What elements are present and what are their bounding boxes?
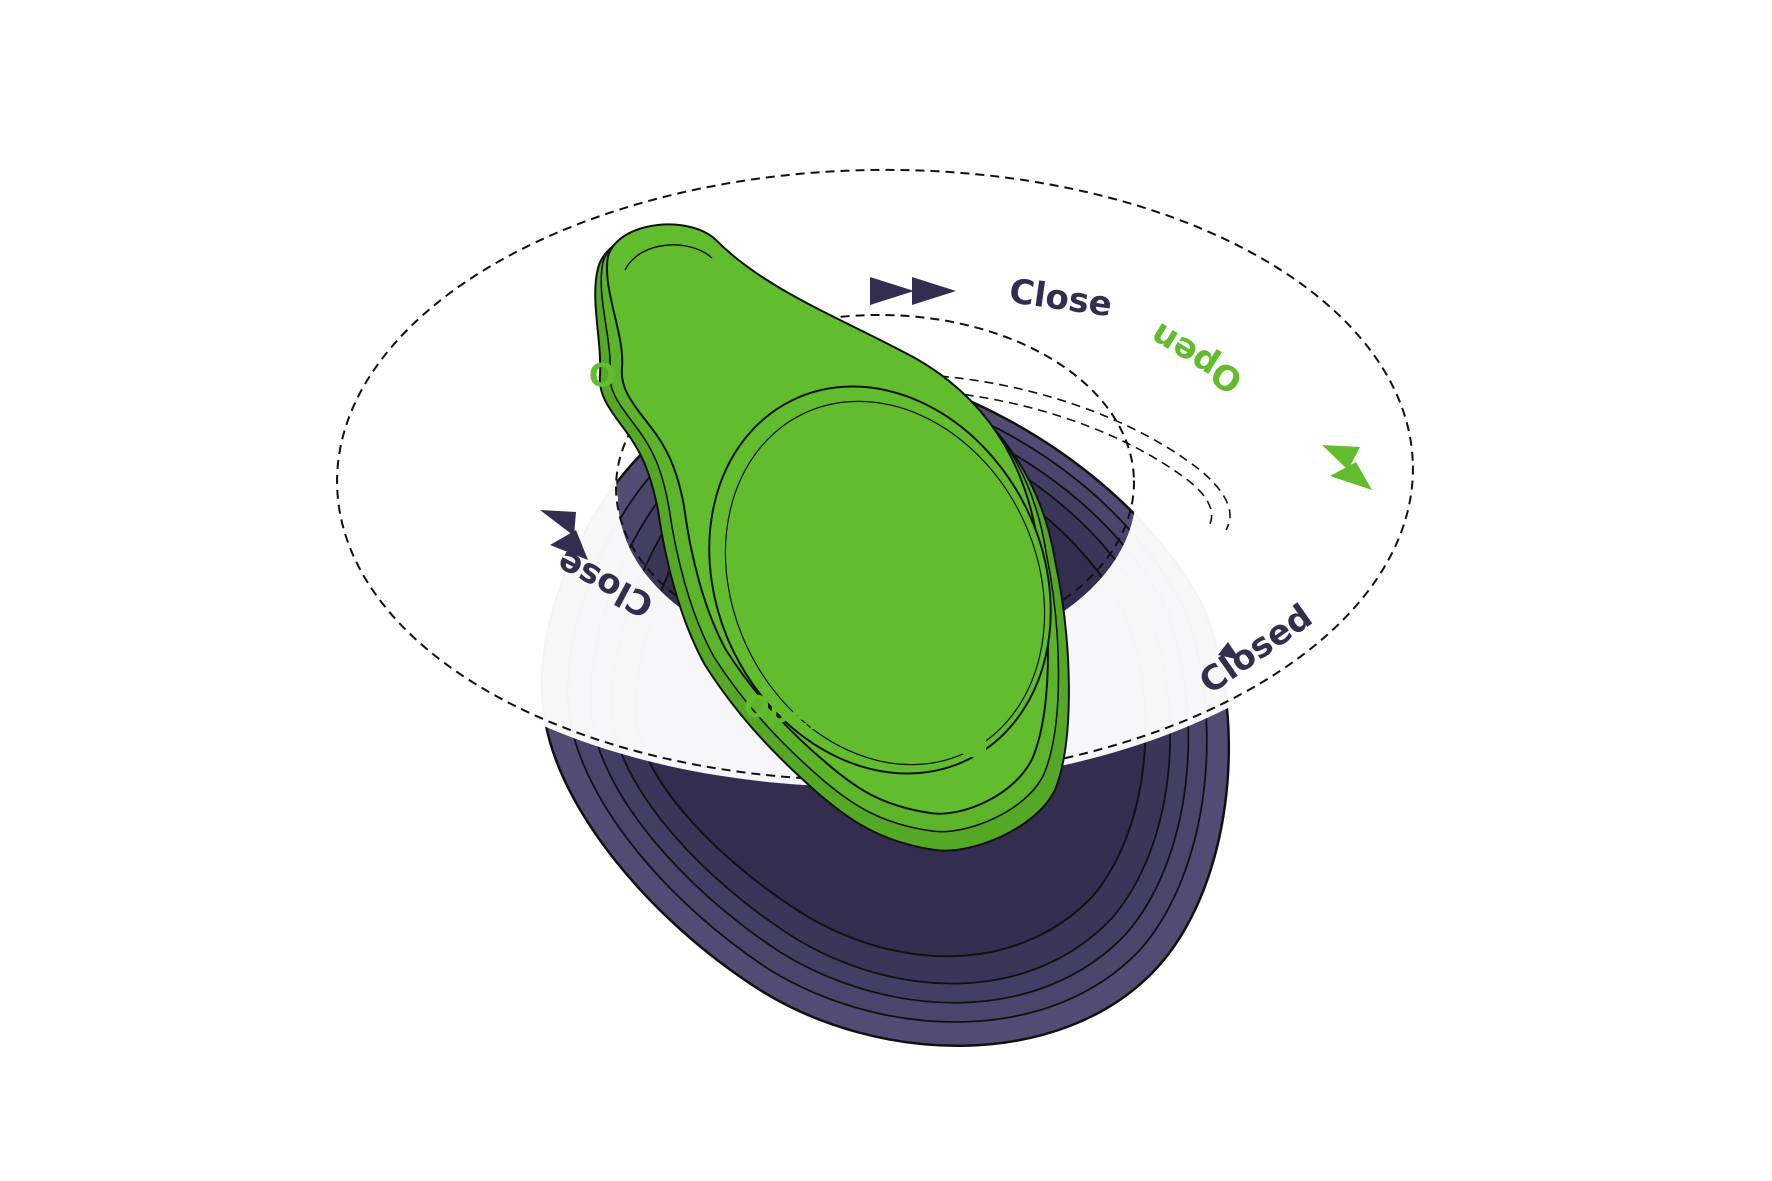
- label-open-partial: O: [589, 355, 616, 393]
- lever-ridge-line: [624, 244, 713, 271]
- fast-forward-icon: [1322, 445, 1372, 490]
- fast-forward-icon: [540, 510, 588, 560]
- dial-arrows: [540, 277, 1372, 762]
- dial-inner-edge: [615, 313, 1135, 657]
- fast-forward-icon: [870, 277, 956, 305]
- dial-inner-step-2: [829, 388, 1213, 529]
- dial-outer-edge: [336, 168, 1414, 782]
- green-lever: [594, 223, 1070, 852]
- lever-round-pad: [708, 385, 1052, 775]
- rewind-icon: [904, 736, 986, 762]
- triangle-icon: [1218, 642, 1240, 660]
